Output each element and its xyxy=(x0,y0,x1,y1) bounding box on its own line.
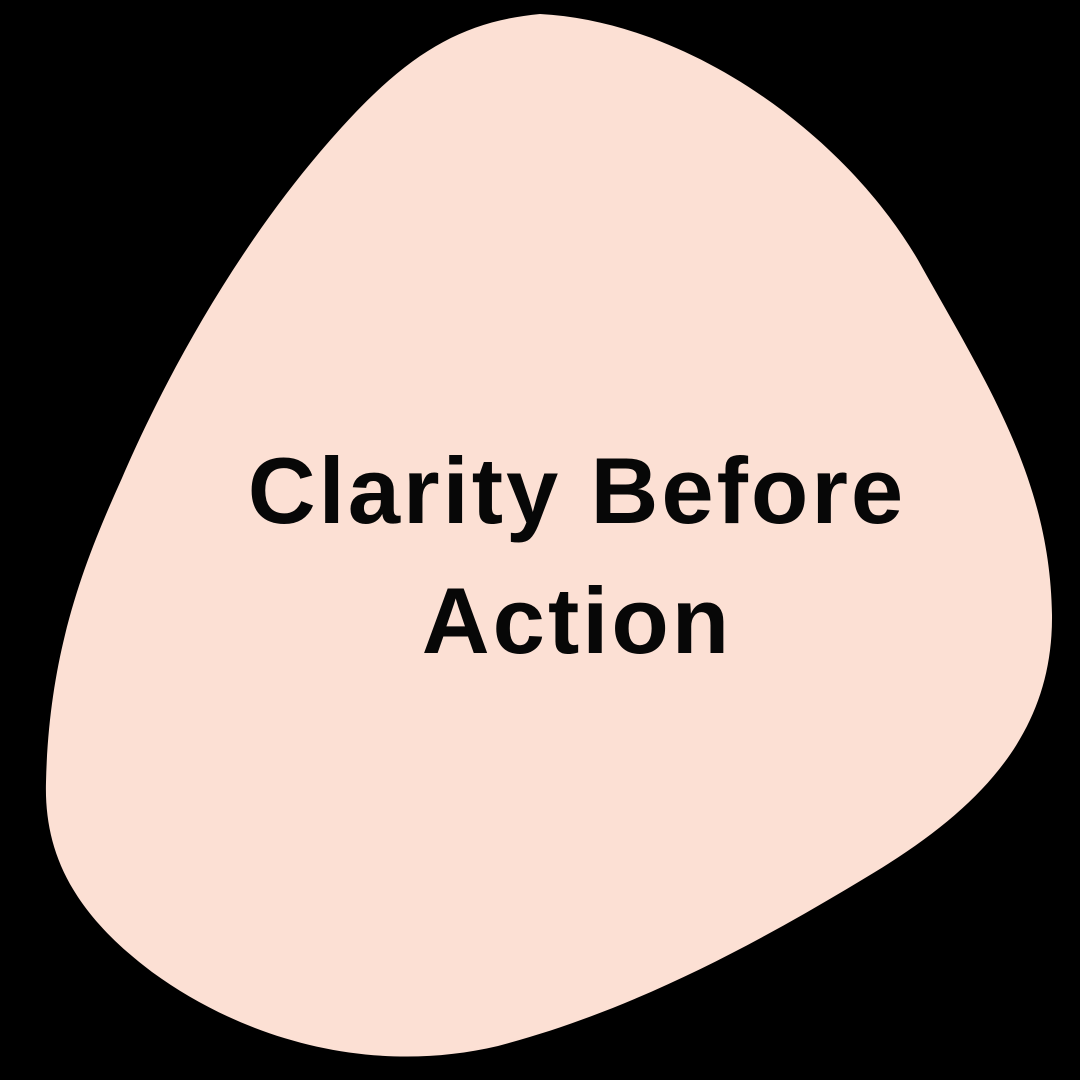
title-line-1: Clarity Before xyxy=(247,438,907,543)
quote-title: Clarity Before Action xyxy=(247,426,907,686)
blob-shape xyxy=(45,14,1053,1057)
title-line-2: Action xyxy=(421,568,733,673)
